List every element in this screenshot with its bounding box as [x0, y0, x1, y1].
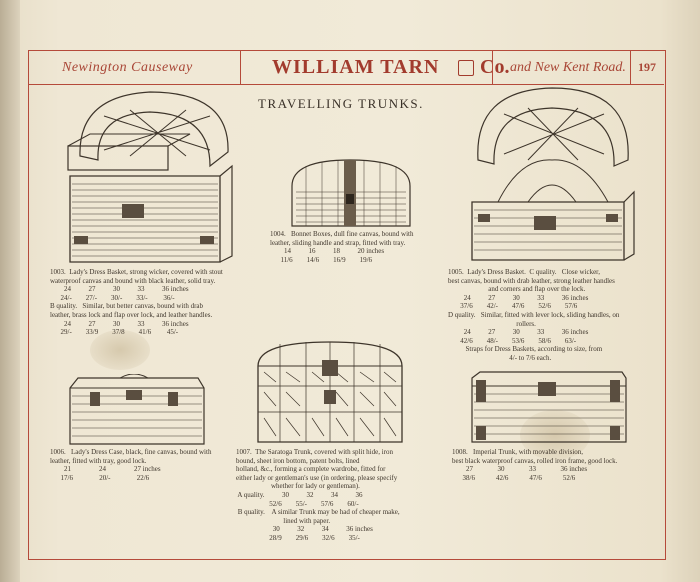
item-1005-description: 1005. Lady's Dress Basket. C quality. Cl…	[448, 268, 620, 362]
bonnet-box-1004-illustration	[291, 159, 411, 227]
dress-basket-1003-illustration	[67, 91, 233, 263]
header-address-right: and New Kent Road.	[510, 60, 626, 75]
header-address-left: Newington Causeway	[62, 60, 193, 75]
header-divider	[630, 50, 632, 84]
item-1004-description: 1004. Bonnet Boxes, dull fine canvas, bo…	[270, 230, 414, 264]
page-title: TRAVELLING TRUNKS.	[258, 96, 424, 111]
paper-stain	[90, 330, 150, 370]
saratoga-trunk-1007-illustration	[257, 341, 403, 443]
dress-basket-1005-illustration	[471, 87, 635, 261]
page-number: 197	[638, 60, 656, 74]
header-company-co: Co.	[480, 56, 510, 78]
header-trademark-icon	[458, 60, 474, 76]
page-border	[28, 50, 666, 560]
page-header: Newington Causeway WILLIAM TARN Co. and …	[28, 50, 664, 85]
header-company-name: WILLIAM TARN	[272, 56, 440, 78]
item-1007-description: 1007. The Saratoga Trunk, covered with s…	[236, 448, 400, 542]
book-spine-shadow	[0, 0, 20, 582]
header-divider	[492, 50, 494, 84]
item-1008-description: 1008. Imperial Trunk, with movable divis…	[452, 448, 618, 482]
header-divider	[240, 50, 242, 84]
paper-stain	[520, 410, 590, 460]
item-1003-description: 1003. Lady's Dress Basket, strong wicker…	[50, 268, 223, 337]
item-1006-description: 1006. Lady's Dress Case, black, fine can…	[50, 448, 212, 482]
dress-case-1006-illustration	[69, 374, 205, 445]
imperial-trunk-1008-illustration	[471, 371, 627, 443]
